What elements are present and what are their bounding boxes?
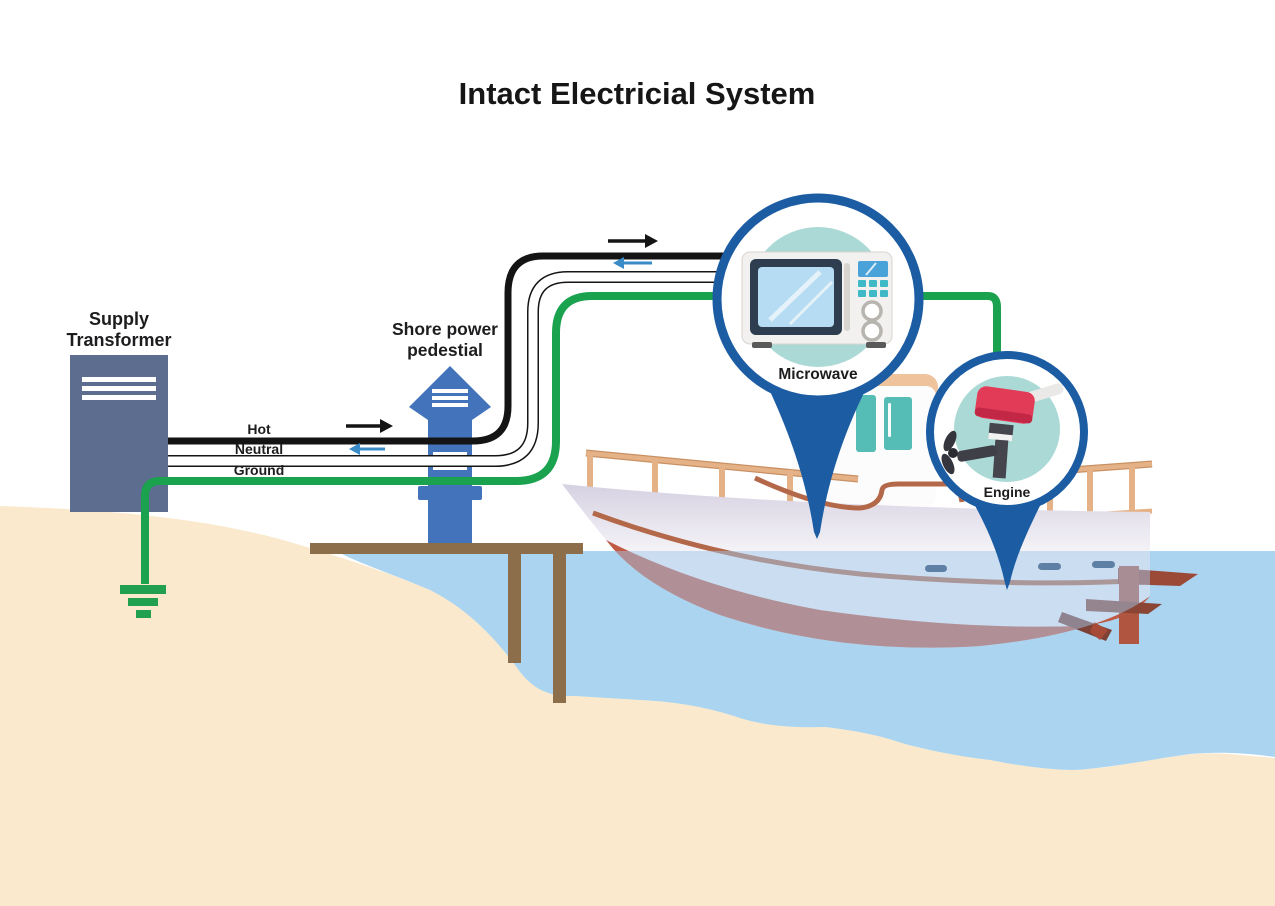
pedestal-slat (432, 396, 468, 400)
rail-post (1087, 469, 1093, 513)
arrow-head (645, 234, 658, 248)
shore-pedestal-label-line1: Shore power (392, 319, 498, 339)
microwave-foot (866, 342, 886, 348)
dock-plank (310, 543, 583, 554)
neutral-wire-label: Neutral (235, 441, 283, 457)
rail-post (1129, 466, 1135, 512)
dock (310, 543, 583, 703)
rail-post (587, 452, 593, 489)
callout-pointer (756, 362, 880, 539)
button (869, 290, 877, 297)
glass-shine (788, 280, 834, 326)
blue-left-arrow-icon (349, 443, 385, 455)
cabin-window (856, 395, 876, 452)
current-flow-arrows (346, 234, 658, 455)
engine-shaft (992, 439, 1009, 479)
dock-leg (508, 550, 521, 663)
arrow-head (380, 419, 393, 433)
ground-wire-label: Ground (234, 462, 285, 478)
microwave-knob (861, 300, 883, 322)
microwave-display (858, 261, 888, 277)
ground-bar (120, 585, 166, 594)
window-highlight (888, 403, 891, 437)
propeller (1090, 622, 1108, 640)
dock-leg (553, 550, 566, 703)
microwave-buttons (858, 280, 888, 297)
pedestal-slat (433, 452, 467, 456)
blue-left-arrow-icon (613, 257, 652, 269)
pedestal-slat (433, 466, 467, 470)
engine-cowling-band (974, 407, 1033, 424)
microwave-callout: Microwave (712, 193, 924, 539)
rail-post (719, 464, 725, 499)
button (880, 290, 888, 297)
callout-pointer (965, 488, 1049, 590)
transformer-vent-slat (82, 395, 156, 400)
ground-wire (141, 292, 720, 584)
transformer-vent-slat (82, 386, 156, 391)
rail-post (787, 470, 793, 504)
outboard-engine-icon (941, 383, 1064, 479)
microwave-door-handle (844, 263, 850, 331)
microwave-callout-label: Microwave (778, 366, 858, 383)
pedestal-slat (432, 403, 468, 407)
pedestal-body (428, 410, 472, 543)
hot-wire (168, 252, 730, 445)
propeller-blade (941, 453, 955, 475)
ground-bar (128, 598, 158, 606)
black-right-arrow-icon (608, 234, 658, 248)
engine-foot (957, 445, 998, 462)
engine-callout-label: Engine (984, 484, 1031, 500)
ground-wire-to-engine (913, 292, 1001, 358)
supply-transformer-label-line2: Transformer (66, 330, 171, 350)
button (880, 280, 888, 287)
shore-pedestal-label-line2: pedestial (407, 340, 483, 360)
pedestal-collar (418, 486, 482, 500)
glass-shine (768, 270, 822, 322)
black-right-arrow-icon (346, 419, 393, 433)
arrow-head (349, 443, 360, 455)
supply-transformer (70, 355, 168, 512)
ground-bar (136, 610, 151, 618)
button (858, 290, 866, 297)
arrow-head (613, 257, 624, 269)
earth-ground-symbol-icon (120, 585, 166, 618)
text-labels: Intact Electricial System Supply Transfo… (66, 76, 815, 478)
button (858, 280, 866, 287)
rail-post (652, 458, 658, 494)
supply-transformer-label-line1: Supply (89, 309, 149, 329)
microwave-foot (752, 342, 772, 348)
button (869, 280, 877, 287)
transformer-vent-slat (82, 377, 156, 382)
shore-power-wires (120, 252, 1001, 618)
engine-mount-band (988, 432, 1013, 442)
microwave-knob (861, 320, 883, 342)
engine-callout: Engine (926, 351, 1088, 590)
microwave-icon (741, 251, 893, 348)
neutral-wire-core (168, 272, 723, 466)
sand-beach (0, 506, 1275, 906)
shore-power-pedestal (409, 366, 491, 543)
diagram-title: Intact Electricial System (459, 76, 816, 111)
propeller-blade (943, 430, 957, 452)
propeller-hub (948, 448, 958, 458)
hot-wire-label: Hot (247, 421, 271, 437)
display-shine (865, 262, 877, 276)
pedestal-slat (432, 389, 468, 393)
